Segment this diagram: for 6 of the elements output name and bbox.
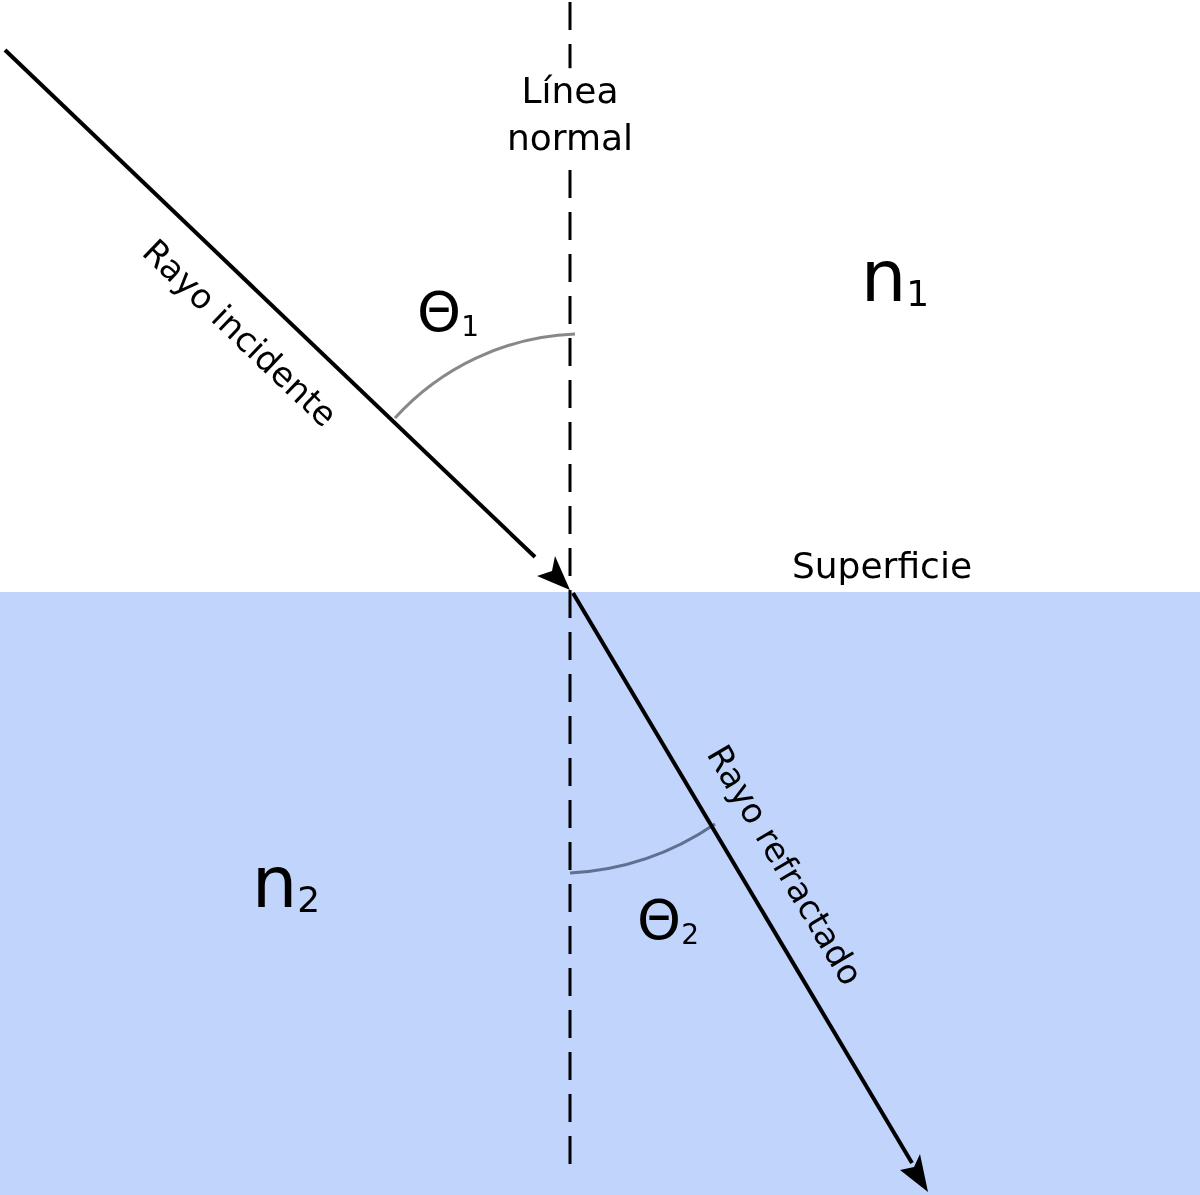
- surface-label: Superficie: [791, 544, 973, 588]
- medium-label: n$_{1}$: [860, 232, 930, 320]
- angle-label: Θ$_{1}$: [417, 278, 479, 346]
- lower-medium-region: [0, 592, 1200, 1195]
- angle-label: Θ$_{2}$: [637, 886, 699, 954]
- medium-label: n$_{2}$: [251, 838, 321, 926]
